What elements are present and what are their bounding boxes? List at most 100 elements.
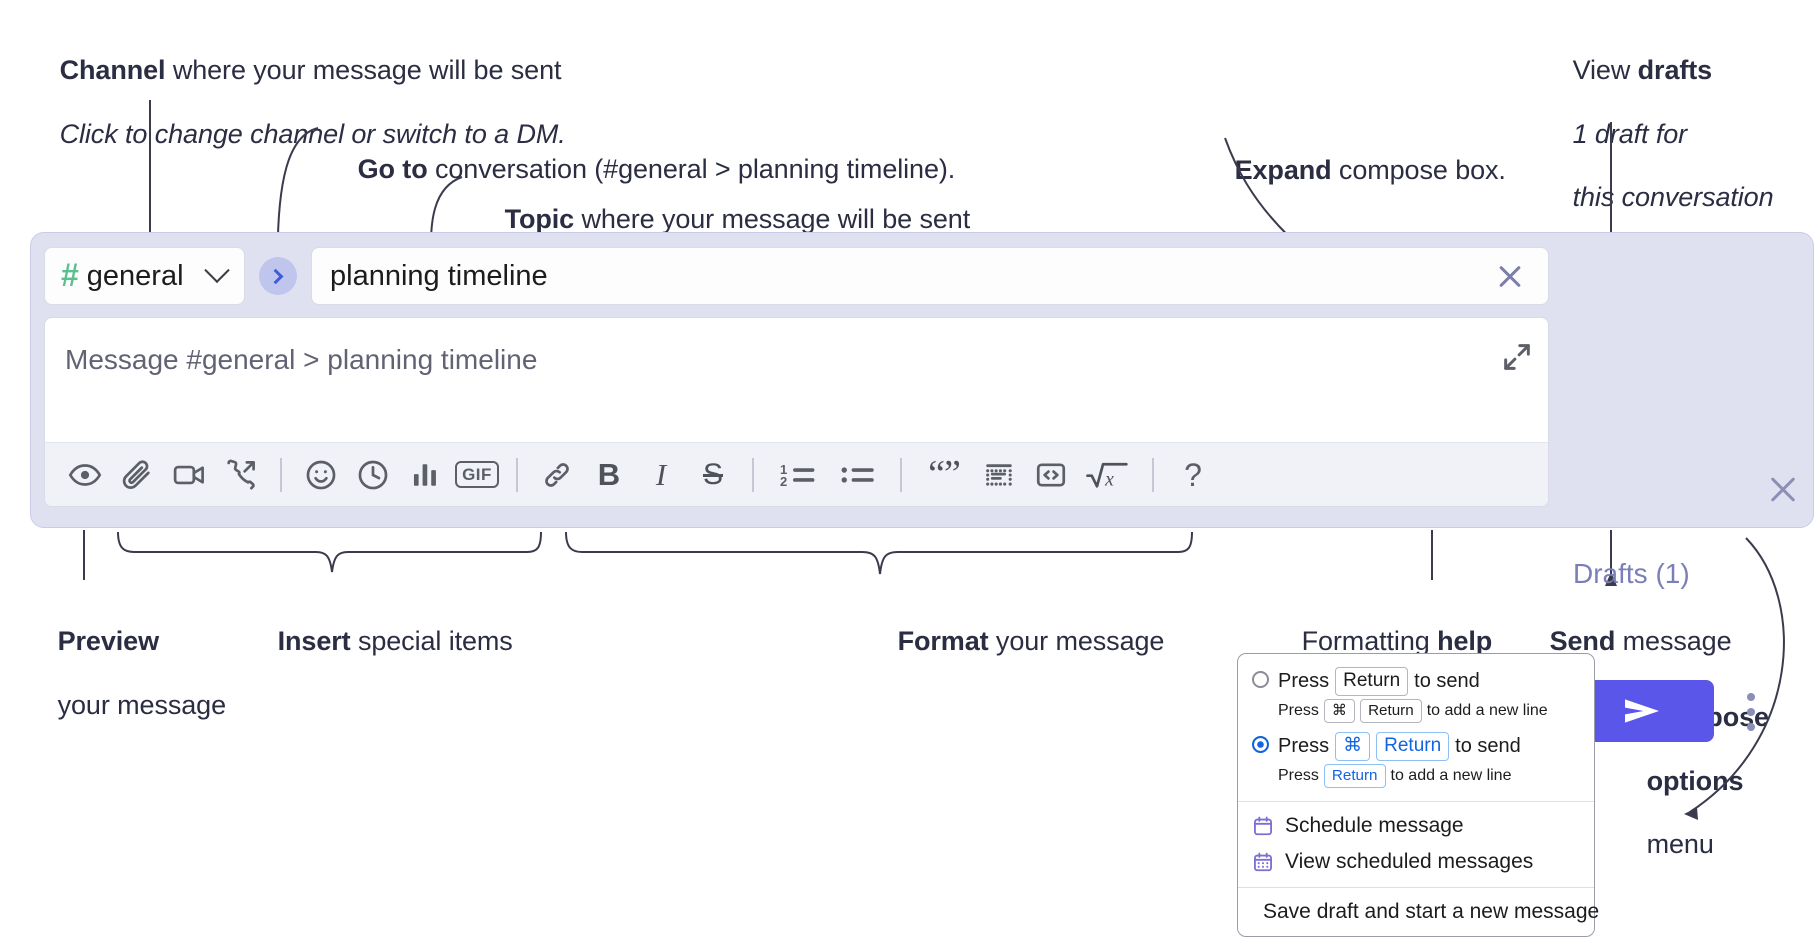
audio-call-icon[interactable]: [215, 449, 267, 501]
italic-icon[interactable]: I: [635, 449, 687, 501]
goto-conversation-button[interactable]: [259, 257, 297, 295]
annotation-topic-bold: Topic: [504, 203, 575, 234]
close-icon[interactable]: [1494, 260, 1526, 292]
menu-divider: [1238, 800, 1594, 802]
radio-2-sub-pre: Press: [1278, 766, 1319, 784]
annotation-expand-rest: compose box.: [1331, 154, 1506, 185]
close-compose-icon[interactable]: [1766, 473, 1800, 507]
annotation-drafts-italic-2: this conversation: [1572, 182, 1774, 213]
annotation-expand: Expand compose box.: [1205, 123, 1506, 219]
annotation-preview-rest: your message: [57, 689, 226, 720]
menu-item-label: Schedule message: [1285, 813, 1464, 837]
hash-icon: #: [61, 257, 79, 293]
radio-1-sub-post: to add a new line: [1426, 701, 1548, 719]
preview-icon[interactable]: [59, 449, 111, 501]
svg-text:2: 2: [780, 473, 787, 488]
radio-button[interactable]: [1252, 671, 1269, 688]
topic-input-value: planning timeline: [330, 259, 548, 292]
italic-label: I: [655, 456, 667, 492]
bulleted-list-icon[interactable]: [827, 449, 887, 501]
menu-divider: [1238, 886, 1594, 888]
clock-icon[interactable]: [347, 449, 399, 501]
compose-options-button[interactable]: [1734, 685, 1768, 739]
annotation-help-pre: Formatting: [1301, 625, 1438, 656]
blockquote-icon[interactable]: “”: [915, 449, 973, 501]
compose-options-menu: Press Return to send Press ⌘ Return to a…: [1237, 653, 1599, 937]
attachment-icon[interactable]: [111, 449, 163, 501]
bold-label: B: [597, 456, 621, 492]
radio-option-return-to-send[interactable]: Press Return to send: [1238, 664, 1594, 696]
menu-item-label: View scheduled messages: [1285, 849, 1534, 873]
svg-text:x: x: [1104, 468, 1114, 490]
formatting-toolbar: GIF B I: [45, 442, 1548, 506]
bold-icon[interactable]: B: [583, 449, 635, 501]
radio-2-sub-post: to add a new line: [1390, 766, 1512, 784]
annotation-format-rest: your message: [988, 625, 1165, 656]
calendar-icon: [1254, 816, 1272, 835]
radio-option-sub-text: Press Return to add a new line: [1238, 761, 1594, 794]
code-block-icon[interactable]: [973, 449, 1025, 501]
annotation-send-bold: Send: [1549, 625, 1616, 656]
radio-1-sub-pre: Press: [1278, 701, 1319, 719]
expand-icon[interactable]: [1500, 340, 1534, 374]
annotation-formatting-help: Formatting help: [1272, 594, 1493, 690]
code-icon[interactable]: [1025, 449, 1077, 501]
annotation-preview-bold: Preview: [57, 625, 159, 656]
topic-field[interactable]: planning timeline: [311, 247, 1549, 305]
radio-option-main-text: Press Return to send: [1278, 667, 1480, 696]
radio-option-cmd-return-to-send[interactable]: Press ⌘ Return to send: [1238, 729, 1594, 761]
toolbar-separator: [900, 457, 902, 492]
calendar-grid-icon: [1254, 852, 1272, 871]
radio-button-selected[interactable]: [1252, 735, 1269, 753]
annotation-format: Format your message: [868, 594, 1165, 690]
blockquote-glyph: “”: [928, 453, 961, 496]
gif-icon[interactable]: GIF: [451, 449, 503, 501]
emoji-icon[interactable]: [295, 449, 347, 501]
channel-name-label: general: [86, 259, 184, 292]
send-arrow-icon: [1625, 699, 1659, 723]
key-return: Return: [1376, 731, 1450, 761]
compose-panel: # general planning timeline Message #gen…: [30, 232, 1814, 742]
annotation-drafts-pre: View: [1572, 54, 1638, 85]
annotation-topic-rest: where your message will be sent: [574, 203, 971, 234]
menu-item-save-draft[interactable]: Save draft and start a new message: [1238, 894, 1599, 930]
gif-label: GIF: [455, 461, 499, 488]
compose-inner: # general planning timeline Message #gen…: [44, 245, 1549, 517]
annotation-compose-rest: menu: [1646, 829, 1714, 860]
message-input-box[interactable]: Message #general > planning timeline: [44, 317, 1549, 507]
key-return: Return: [1323, 763, 1386, 788]
annotation-preview: Preview your message: [28, 594, 226, 753]
radio-option-main-text: Press ⌘ Return to send: [1278, 731, 1521, 761]
ordered-list-icon[interactable]: 1 2: [767, 449, 827, 501]
dot: [1747, 723, 1755, 731]
channel-row: # general planning timeline: [44, 245, 1549, 307]
radio-2-pre: Press: [1278, 734, 1330, 757]
menu-item-label: Save draft and start a new message: [1263, 899, 1600, 923]
annotation-send-rest: message: [1615, 625, 1732, 656]
toolbar-separator: [280, 457, 282, 492]
video-icon[interactable]: [163, 449, 215, 501]
chevron-right-icon: [267, 268, 283, 284]
poll-icon[interactable]: [399, 449, 451, 501]
math-icon[interactable]: x: [1077, 449, 1139, 501]
annotation-topic: Topic where your message will be sent: [475, 172, 971, 268]
channel-selector[interactable]: # general: [44, 247, 245, 305]
link-icon[interactable]: [531, 449, 583, 501]
dot: [1747, 708, 1755, 716]
annotation-drafts-bold: drafts: [1637, 54, 1713, 85]
menu-item-view-scheduled-messages[interactable]: View scheduled messages: [1238, 844, 1594, 880]
toolbar-separator: [516, 457, 518, 492]
help-icon[interactable]: ?: [1167, 449, 1219, 501]
drafts-link[interactable]: Drafts (1): [1573, 558, 1690, 589]
menu-item-schedule-message[interactable]: Schedule message: [1238, 808, 1594, 844]
key-return: Return: [1335, 667, 1409, 696]
radio-1-post: to send: [1414, 669, 1480, 692]
strikethrough-icon[interactable]: S: [687, 449, 739, 501]
annotation-channel-bold: Channel: [59, 54, 166, 85]
annotation-format-bold: Format: [897, 625, 989, 656]
help-label: ?: [1184, 456, 1202, 493]
key-return: Return: [1360, 698, 1422, 723]
annotation-insert-bold: Insert: [277, 625, 351, 656]
chevron-down-icon: [204, 257, 230, 284]
